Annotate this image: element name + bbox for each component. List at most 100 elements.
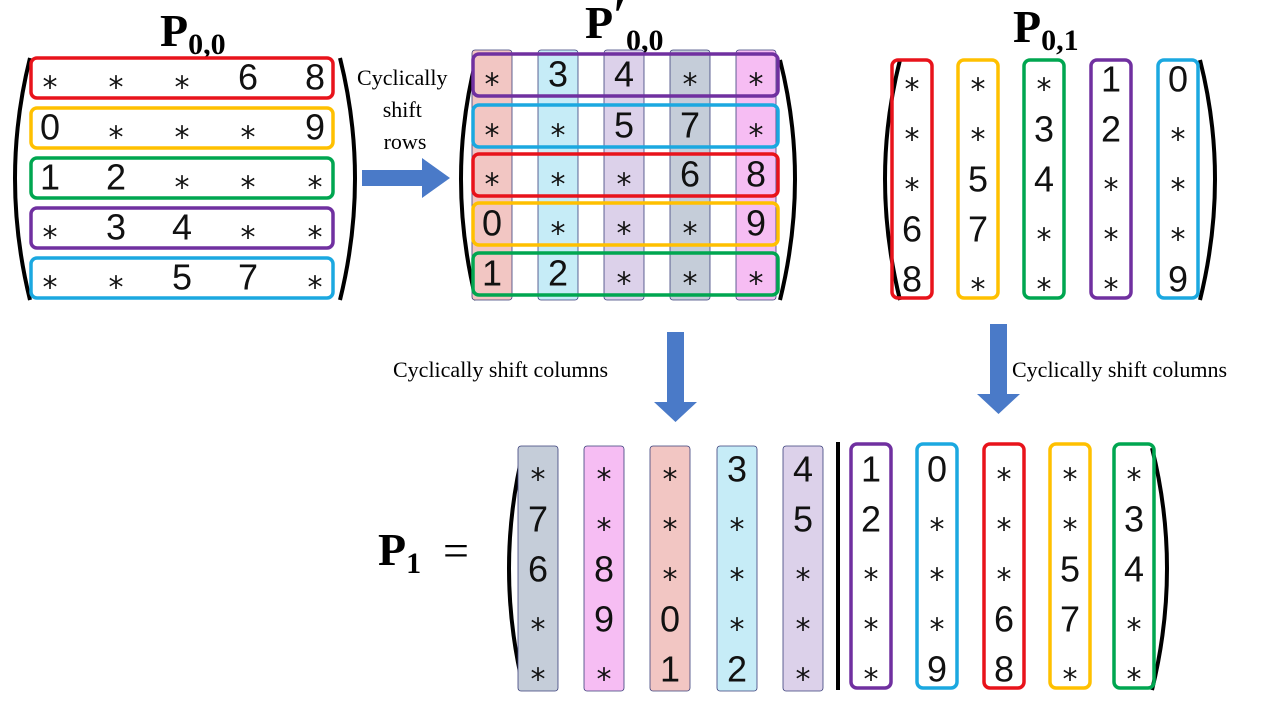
p1-left-cell: * — [531, 613, 546, 648]
p01-cell: * — [1171, 173, 1186, 208]
p00prime-cell: 7 — [680, 105, 700, 146]
p00prime-column-fill — [735, 49, 777, 301]
shift-columns-label-right: Cyclically shift columns — [1012, 357, 1227, 382]
p00-cell: 3 — [106, 207, 126, 248]
p00-cell: * — [175, 121, 190, 156]
p1-right-cell: * — [1127, 613, 1142, 648]
p01-cell: 2 — [1101, 109, 1121, 150]
p00prime-right-paren — [778, 59, 797, 301]
p01-cell: * — [1171, 123, 1186, 158]
p00prime-cell: 3 — [548, 54, 568, 95]
shift-columns-arrow-right — [977, 324, 1020, 414]
p1-right-cell: * — [864, 563, 879, 598]
p1-left-column-fill — [782, 445, 824, 692]
p00prime-column-fill — [603, 49, 645, 301]
p01-cell: 6 — [902, 209, 922, 250]
p01-cell: 0 — [1168, 59, 1188, 100]
p01-cell: 5 — [968, 159, 988, 200]
p01-cell: * — [1104, 273, 1119, 308]
p1-left-cell: * — [597, 663, 612, 698]
p00prime-row-box — [471, 103, 780, 149]
p00prime-cell: * — [485, 119, 500, 154]
p00-cell: 8 — [305, 57, 325, 98]
p00prime-row-box — [471, 201, 780, 247]
p00-cell: 1 — [40, 157, 60, 198]
p00prime-cell: * — [485, 168, 500, 203]
p1-right-cell: * — [1127, 463, 1142, 498]
p1-left-column-fill — [716, 445, 758, 692]
p00-row-box — [29, 256, 335, 300]
p01-cell: * — [971, 73, 986, 108]
p00-cell: * — [109, 271, 124, 306]
p00-cell: 9 — [305, 107, 325, 148]
p1-right-cell: * — [997, 513, 1012, 548]
p01-cell: * — [1037, 273, 1052, 308]
p00-cell: * — [43, 271, 58, 306]
p00prime-cell: * — [551, 217, 566, 252]
p1-left-cell: 9 — [594, 599, 614, 640]
p01-column-box — [1089, 58, 1133, 300]
p00-right-paren — [338, 57, 357, 301]
p01-cell: * — [1104, 173, 1119, 208]
p01-cell: 7 — [968, 209, 988, 250]
title-p00-prime: P′0,0 — [585, 0, 664, 57]
p00prime-cell: 0 — [482, 203, 502, 244]
p1-left-cell: 6 — [528, 549, 548, 590]
p1-left-cell: * — [663, 463, 678, 498]
p1-right-cell: * — [997, 463, 1012, 498]
p1-right-cell: 3 — [1124, 499, 1144, 540]
p1-right-cell: 8 — [994, 649, 1014, 690]
p00prime-cell: * — [749, 119, 764, 154]
highlight-boxes — [29, 52, 1200, 690]
p01-cell: * — [905, 173, 920, 208]
p00-cell: * — [241, 121, 256, 156]
p1-left-cell: * — [796, 663, 811, 698]
p01-cell: * — [905, 123, 920, 158]
p1-right-cell: * — [1127, 663, 1142, 698]
p1-right-cell: * — [930, 513, 945, 548]
p1-left-cell: 1 — [660, 649, 680, 690]
p01-cell: 8 — [902, 259, 922, 300]
p00-cell: 5 — [172, 257, 192, 298]
p1-right-cell: * — [864, 613, 879, 648]
p01-cell: * — [905, 73, 920, 108]
p1-left-cell: * — [730, 513, 745, 548]
p1-left-cell: 5 — [793, 499, 813, 540]
column-fills — [471, 49, 824, 692]
title-p01: P0,1 — [1013, 1, 1079, 57]
p00prime-cell: * — [749, 68, 764, 103]
p1-left-column-fill — [649, 445, 691, 692]
p1-right-column-box — [1048, 442, 1092, 690]
p00-cell: 0 — [40, 107, 60, 148]
p00prime-column-fill — [669, 49, 711, 301]
p00-cell: * — [308, 271, 323, 306]
p1-left-cell: * — [796, 613, 811, 648]
p1-left-cell: * — [663, 563, 678, 598]
p1-left-cell: 4 — [793, 449, 813, 490]
p1-left-cell: * — [796, 563, 811, 598]
p00-row-box — [29, 206, 335, 250]
p00-cell: * — [109, 71, 124, 106]
p00-cell: 6 — [238, 57, 258, 98]
p1-left-cell: * — [730, 563, 745, 598]
p00prime-cell: 2 — [548, 253, 568, 294]
shift-rows-label: Cyclically shift rows — [357, 65, 453, 154]
p00prime-cell: 4 — [614, 54, 634, 95]
title-p1: P1 — [378, 524, 421, 580]
p00prime-cell: * — [551, 168, 566, 203]
p01-cell: * — [1037, 73, 1052, 108]
p00-cell: * — [43, 71, 58, 106]
p1-left-cell: 8 — [594, 549, 614, 590]
p1-right-cell: * — [864, 663, 879, 698]
p00prime-cell: 5 — [614, 105, 634, 146]
p00-cell: * — [175, 171, 190, 206]
p1-right-cell: 6 — [994, 599, 1014, 640]
p1-right-cell: 4 — [1124, 549, 1144, 590]
p00-cell: 4 — [172, 207, 192, 248]
p01-right-paren — [1198, 59, 1217, 301]
p1-right-cell: 5 — [1060, 549, 1080, 590]
p1-right-paren — [1150, 447, 1169, 691]
p1-left-cell: * — [663, 513, 678, 548]
p1-right-column-box — [1112, 442, 1156, 690]
